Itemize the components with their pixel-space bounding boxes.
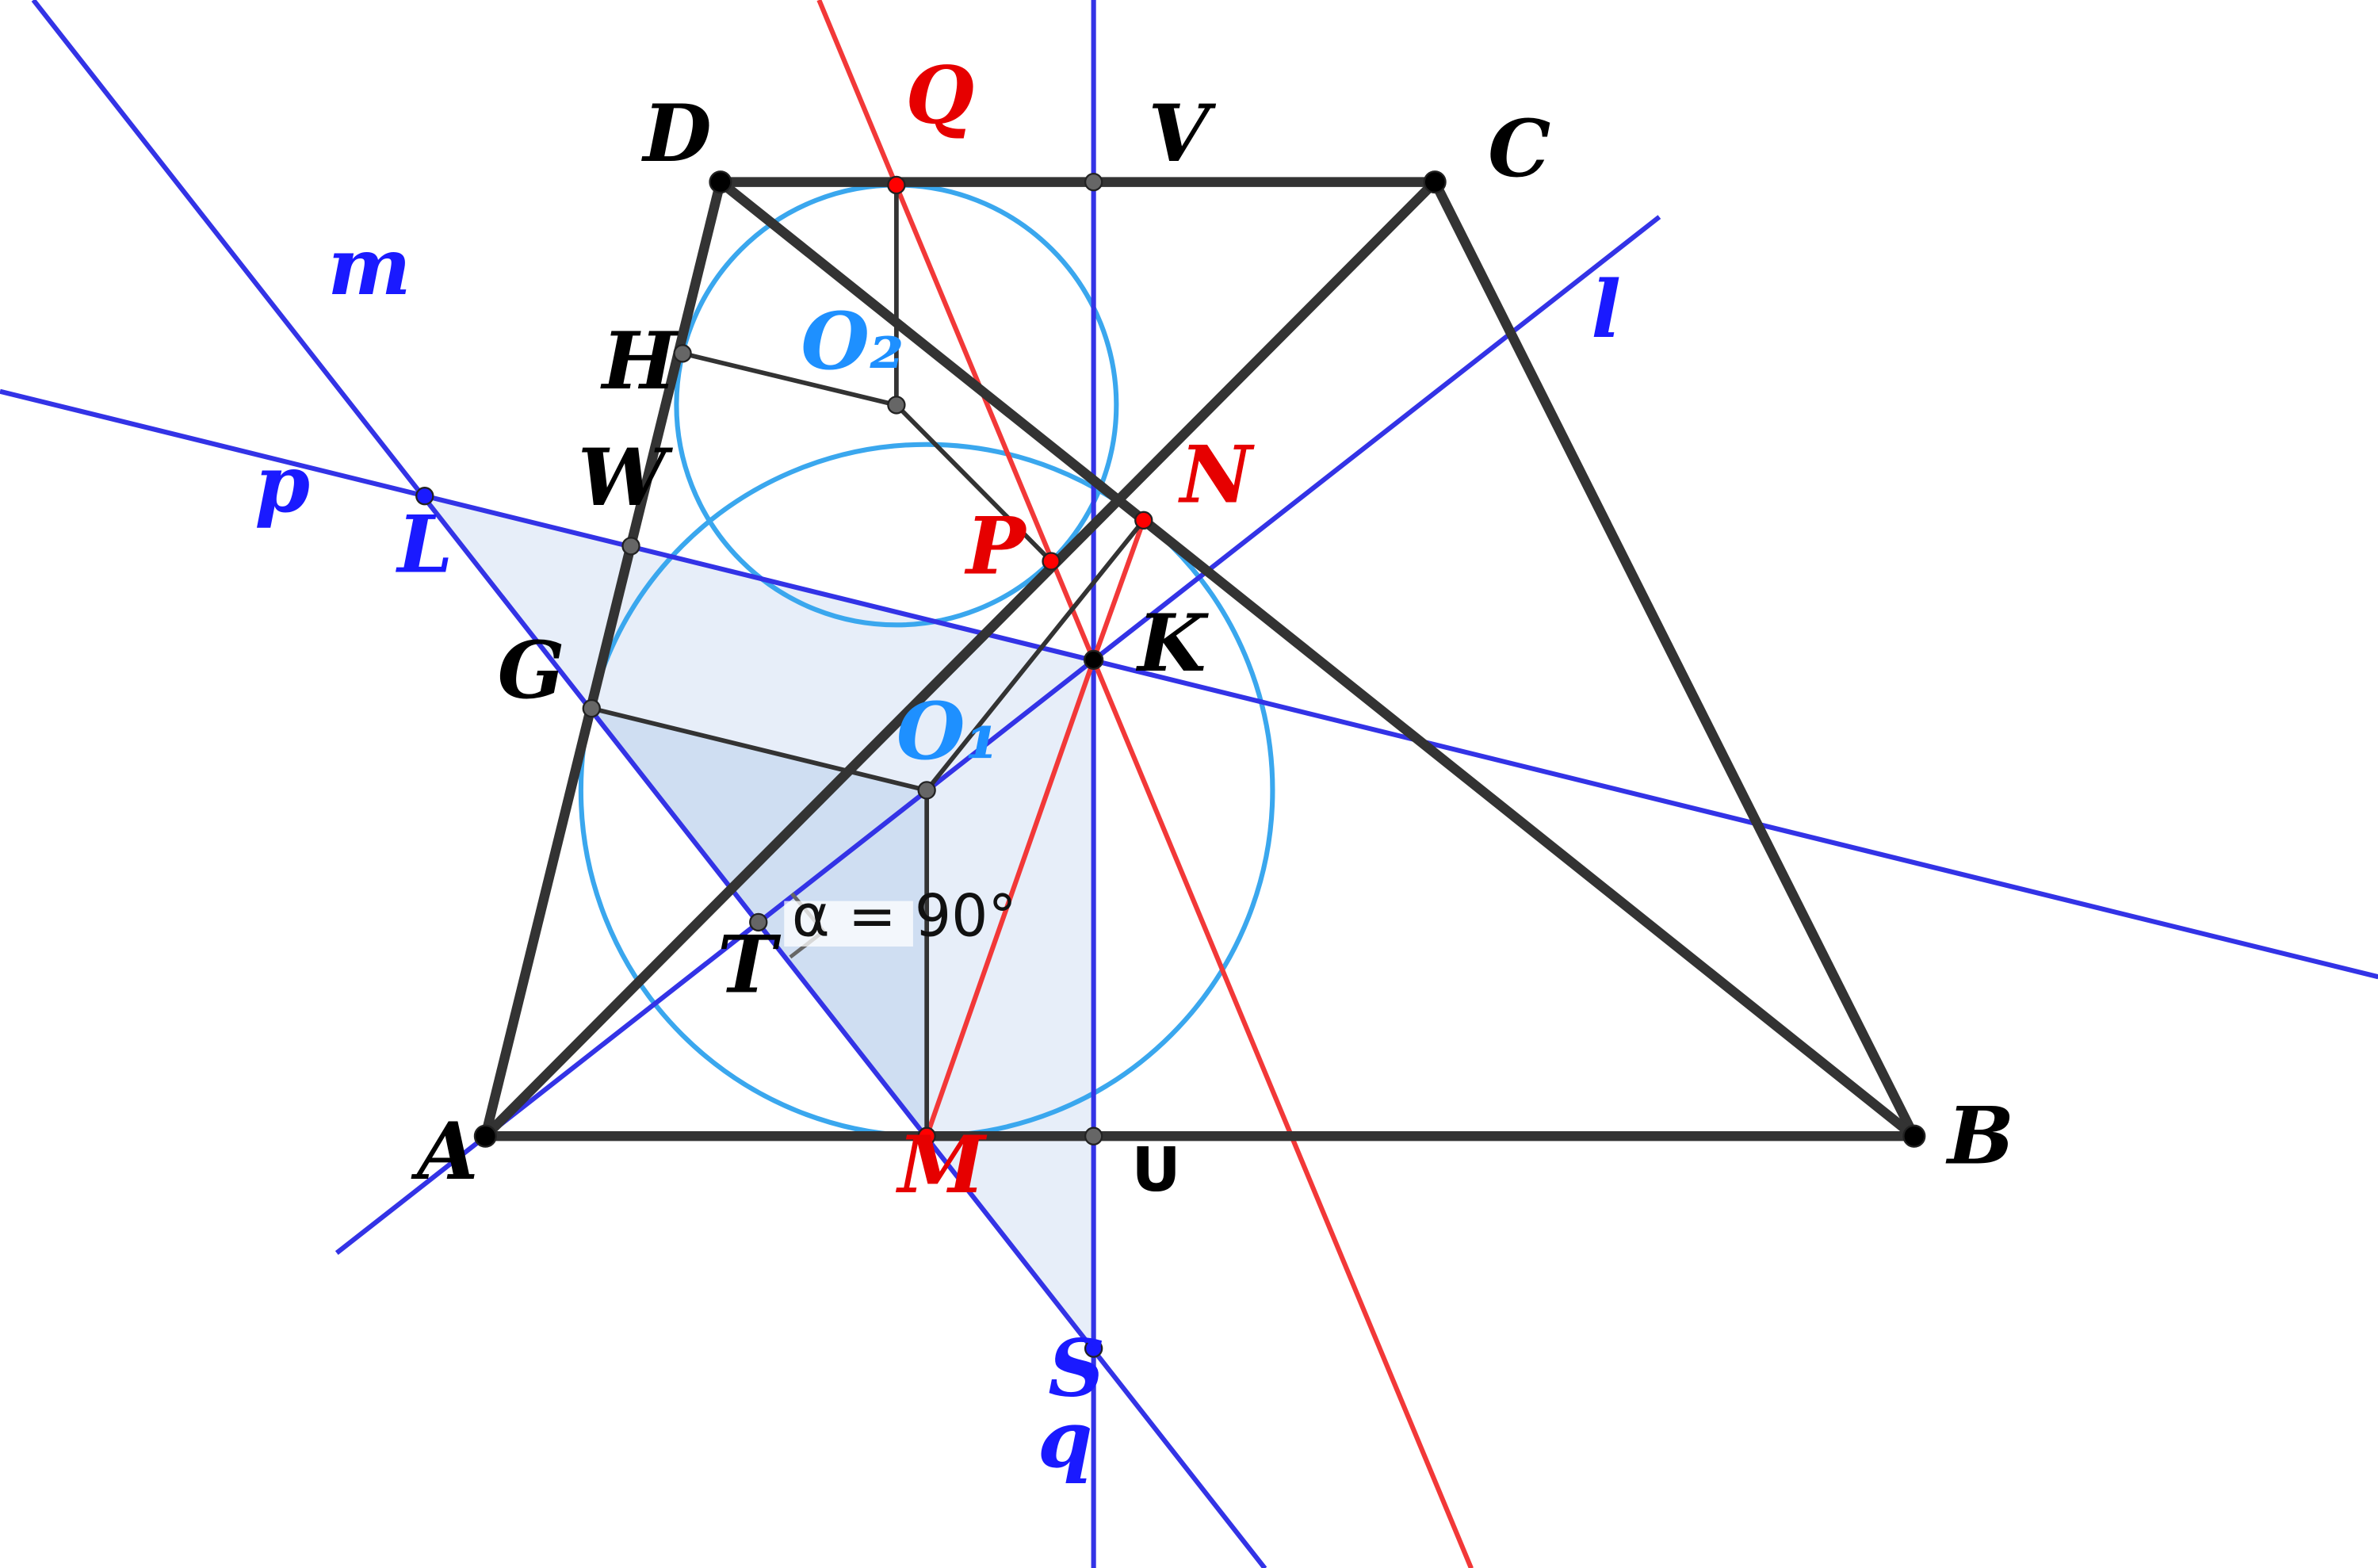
label-U: U [1131, 1135, 1180, 1206]
point-S [1084, 1339, 1103, 1358]
segment-g-o1 [591, 706, 927, 793]
point-C [1423, 170, 1447, 194]
label-line-l: l [1591, 264, 1621, 356]
line-p [0, 388, 2378, 980]
label-P: P [964, 500, 1028, 592]
label-T: T [717, 919, 782, 1011]
label-G: G [498, 625, 565, 717]
label-line-m: m [327, 221, 411, 313]
line-m [31, 0, 1267, 1568]
side-bc [1430, 179, 1919, 1139]
point-M [917, 1126, 936, 1145]
segment-o2-p [894, 403, 1053, 564]
point-O2 [887, 396, 906, 415]
point-P [1042, 552, 1061, 571]
diagonal-bd [717, 178, 1917, 1141]
point-H [673, 344, 692, 363]
point-U [1084, 1126, 1103, 1145]
label-A: A [411, 1106, 478, 1198]
point-Q [887, 175, 906, 195]
label-L: L [395, 499, 453, 591]
label-B: B [1945, 1091, 2014, 1183]
label-K: K [1135, 598, 1209, 690]
angle-label: α = 90° [792, 884, 1017, 950]
point-O1 [917, 781, 936, 800]
point-W [621, 537, 640, 556]
label-W: W [578, 432, 673, 524]
line-qp [816, 0, 1474, 1568]
segment-o1-n [924, 518, 1146, 792]
segment-kn-red [1091, 519, 1146, 661]
angle-label-box [784, 901, 913, 947]
diagonal-ac [481, 178, 1439, 1140]
point-T [749, 912, 768, 932]
label-N: N [1178, 429, 1256, 521]
segment-h-o2 [682, 351, 897, 407]
label-D: D [640, 88, 711, 180]
point-G [582, 698, 601, 718]
point-B [1902, 1124, 1926, 1148]
label-C: C [1488, 103, 1550, 195]
label-Q: Q [905, 50, 974, 142]
point-N [1134, 511, 1153, 530]
side-da [480, 181, 725, 1138]
point-V [1084, 172, 1103, 192]
point-K [1084, 649, 1104, 671]
label-O1: O₁ [897, 686, 1000, 778]
label-H: H [600, 316, 679, 407]
label-line-p: p [254, 438, 310, 530]
point-D [709, 170, 732, 194]
line-l [335, 215, 1661, 1255]
label-V: V [1149, 88, 1217, 180]
label-O2: O₂ [801, 296, 904, 388]
label-S: S [1048, 1322, 1105, 1414]
segment-mk-red [924, 659, 1096, 1138]
point-A [473, 1124, 497, 1148]
label-M: M [896, 1119, 988, 1211]
point-L [415, 487, 434, 506]
label-line-q: q [1038, 1394, 1093, 1486]
